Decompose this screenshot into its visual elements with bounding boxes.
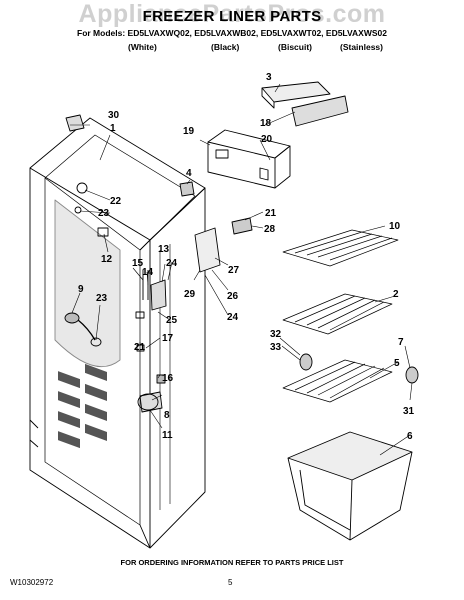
color-black: (Black) [211, 42, 240, 52]
callout-9: 9 [78, 284, 84, 295]
callout-16: 16 [162, 373, 174, 384]
color-stainless: (Stainless) [340, 42, 383, 52]
callout-31: 31 [403, 406, 415, 417]
part-33 [299, 353, 313, 371]
callout-7: 7 [398, 337, 404, 348]
callout-12: 12 [101, 254, 113, 265]
callout-27: 27 [228, 265, 240, 276]
callout-26: 26 [227, 291, 239, 302]
callout-8: 8 [164, 410, 170, 421]
shelf-2 [282, 293, 393, 335]
part-7 [405, 366, 419, 384]
callout-20: 20 [261, 134, 273, 145]
callout-14: 14 [142, 267, 154, 278]
ordering-footer: FOR ORDERING INFORMATION REFER TO PARTS … [120, 558, 344, 567]
part-4 [179, 181, 195, 197]
part-3 [261, 81, 331, 103]
callout-32: 32 [270, 329, 282, 340]
callout-21b: 21 [265, 208, 277, 219]
callout-18: 18 [260, 118, 272, 129]
models-line: For Models: ED5LVAXWQ02, ED5LVAXWB02, ED… [77, 28, 387, 38]
callout-24b: 24 [227, 312, 239, 323]
part-27 [194, 227, 221, 273]
callout-13: 13 [158, 244, 170, 255]
callout-22: 22 [110, 196, 122, 207]
part-30 [65, 114, 85, 132]
part-18 [291, 95, 349, 127]
callout-25: 25 [166, 315, 178, 326]
callout-17: 17 [162, 333, 174, 344]
callout-24: 24 [166, 258, 178, 269]
color-biscuit: (Biscuit) [278, 42, 312, 52]
callout-11: 11 [162, 430, 173, 441]
callout-23: 23 [98, 208, 110, 219]
shelf-10 [282, 229, 399, 267]
callout-labels: 30 1 22 23 12 9 23 21 16 8 11 15 14 13 2… [78, 72, 415, 442]
callout-10: 10 [389, 221, 401, 232]
callout-6: 6 [407, 431, 413, 442]
shelf-5 [282, 359, 393, 403]
page-number: 5 [228, 578, 233, 587]
callout-1: 1 [110, 123, 116, 134]
freezer-bin [287, 431, 413, 541]
callout-28: 28 [264, 224, 276, 235]
callout-33: 33 [270, 342, 282, 353]
callout-5: 5 [394, 358, 400, 369]
callout-29: 29 [184, 289, 196, 300]
callout-30: 30 [108, 110, 120, 121]
color-white: (White) [128, 42, 157, 52]
callout-4: 4 [186, 168, 192, 179]
page-title: FREEZER LINER PARTS [142, 8, 322, 25]
callout-2: 2 [393, 289, 399, 300]
freezer-liner [29, 117, 206, 549]
callout-21: 21 [134, 342, 146, 353]
leader-lines [70, 83, 413, 456]
callout-15: 15 [132, 258, 144, 269]
part-19-housing [207, 129, 291, 189]
callout-3: 3 [266, 72, 272, 83]
callout-19: 19 [183, 126, 195, 137]
watermark: AppliancePartsPros.com [78, 0, 386, 28]
document-number: W10302972 [10, 578, 54, 587]
part-28 [231, 217, 253, 235]
callout-23b: 23 [96, 293, 108, 304]
